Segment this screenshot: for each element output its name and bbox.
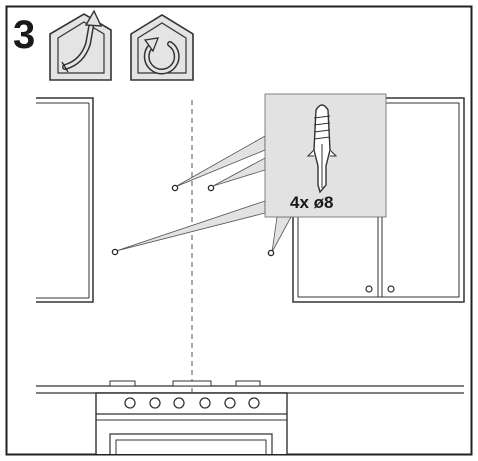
- cooker-knob: [173, 397, 185, 409]
- drill-hole: [267, 249, 275, 257]
- step-number: 3: [13, 13, 36, 57]
- wall-plug-quantity-label: 4x ø8: [290, 193, 334, 212]
- callout-pointers: [115, 135, 292, 253]
- recirculation-icon: [130, 14, 194, 81]
- cabinet-knob: [387, 285, 395, 293]
- countertop: [36, 385, 464, 394]
- cooker-knob: [149, 397, 161, 409]
- cabinet-knob: [365, 285, 373, 293]
- ventilation-exhaust-icon: [49, 9, 112, 81]
- left-wall-cabinet: [36, 97, 94, 303]
- drill-hole: [111, 248, 119, 256]
- drill-hole: [171, 184, 179, 192]
- cooker-knob: [248, 397, 260, 409]
- frame-border: [5, 5, 473, 456]
- cooker-knob: [124, 397, 136, 409]
- drill-holes: [111, 184, 275, 257]
- drill-hole: [207, 184, 215, 192]
- wall-plug-icon: [306, 104, 338, 194]
- cooker-knob: [224, 397, 236, 409]
- cooker-knob: [199, 397, 211, 409]
- cooker: [95, 380, 288, 454]
